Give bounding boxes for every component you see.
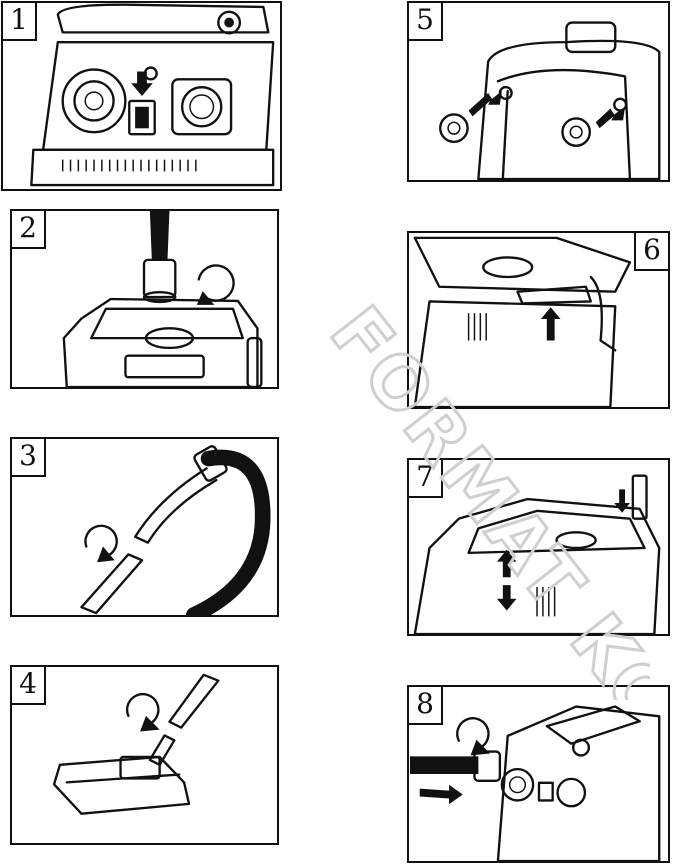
step-6-number: 6	[634, 233, 668, 271]
step-4-number: 4	[12, 667, 46, 705]
step-2-number: 2	[12, 211, 46, 249]
step-8-panel: 8	[407, 685, 670, 863]
step-1-illustration	[30, 3, 275, 187]
step-4-illustration	[52, 673, 220, 815]
step-6-illustration	[413, 236, 632, 407]
step-3-number: 3	[12, 439, 46, 477]
step-4-panel: 4	[10, 665, 279, 845]
step-5-number: 5	[409, 3, 443, 41]
step-2-illustration	[62, 211, 263, 387]
step-1-panel: 1	[1, 1, 282, 191]
step-5-panel: 5	[407, 1, 670, 182]
step-7-number: 7	[409, 460, 443, 498]
step-7-illustration	[413, 474, 661, 634]
step-2-panel: 2	[10, 209, 279, 389]
step-3-illustration	[80, 445, 271, 615]
step-8-illustration	[409, 705, 661, 861]
step-1-number: 1	[3, 3, 37, 41]
step-7-panel: 7	[407, 458, 670, 636]
step-6-panel: 6	[407, 231, 670, 409]
step-8-number: 8	[409, 687, 443, 725]
step-3-panel: 3	[10, 437, 279, 617]
step-5-illustration	[439, 21, 661, 180]
